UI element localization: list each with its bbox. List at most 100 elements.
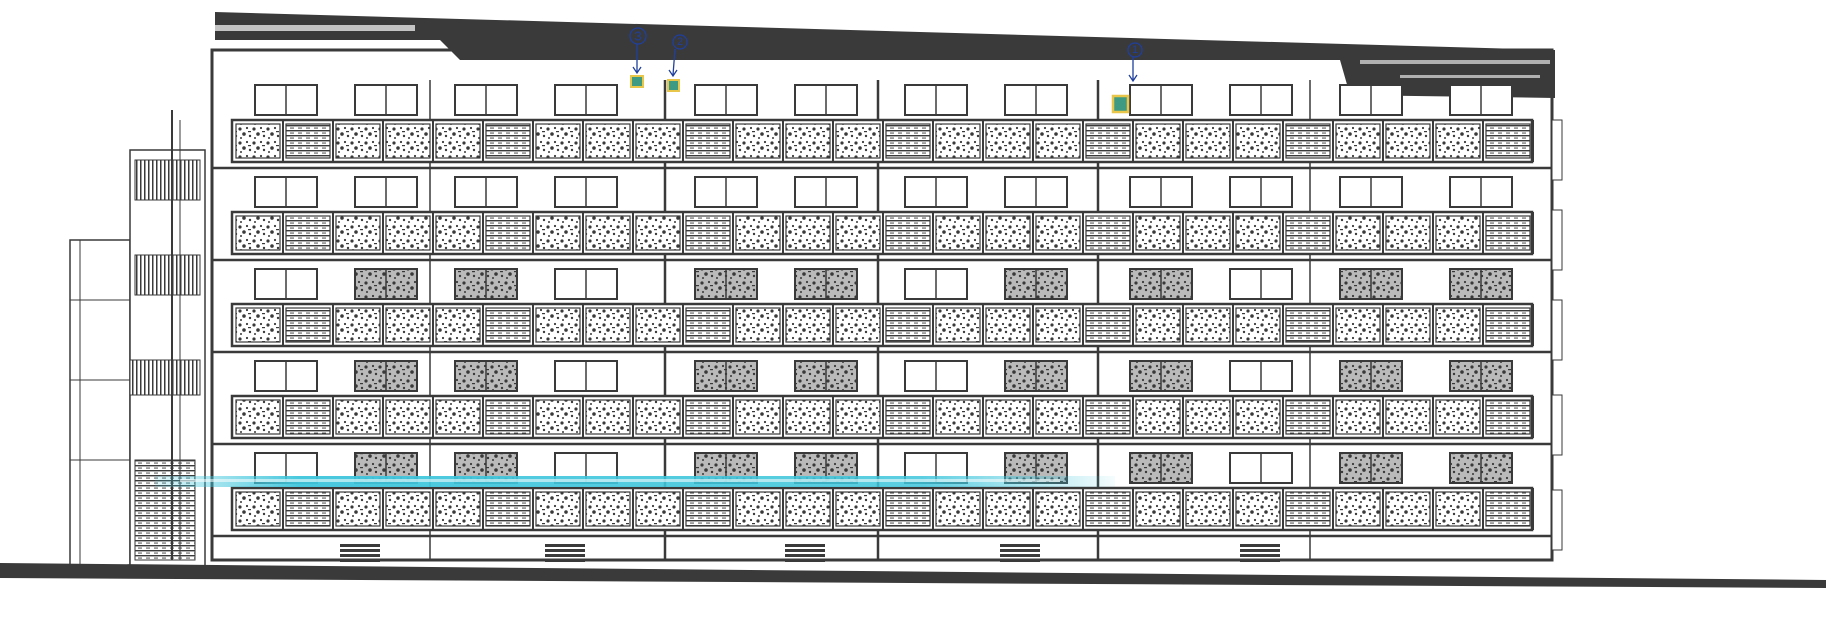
marker-3-label: 3	[634, 29, 641, 44]
balcony-panel	[1135, 399, 1181, 435]
entrance-step	[545, 549, 585, 552]
window-shade	[1450, 269, 1512, 299]
balcony-panel	[385, 491, 431, 527]
balcony-panel	[485, 215, 531, 251]
balcony-panel	[785, 491, 831, 527]
balcony-panel	[385, 215, 431, 251]
balcony-panel	[1385, 399, 1431, 435]
balcony-panel	[1185, 307, 1231, 343]
balcony-panel	[1485, 491, 1531, 527]
balcony-panel	[535, 307, 581, 343]
balcony-panel	[835, 307, 881, 343]
balcony-panel	[1035, 399, 1081, 435]
balcony-panel	[635, 491, 681, 527]
balcony-panel	[735, 215, 781, 251]
balcony-panel	[785, 307, 831, 343]
balcony-panel	[435, 491, 481, 527]
balcony-panel	[1285, 215, 1331, 251]
entrance-step	[545, 544, 585, 547]
balcony-panel	[385, 399, 431, 435]
entrance-step	[340, 544, 380, 547]
balcony-panel	[935, 215, 981, 251]
balcony-panel	[385, 123, 431, 159]
balcony-panel	[1435, 123, 1481, 159]
balcony-panel	[585, 307, 631, 343]
balcony-panel	[1035, 215, 1081, 251]
balcony-panel	[1285, 123, 1331, 159]
entrance-step	[340, 554, 380, 557]
marker-2-label: 2	[677, 36, 683, 48]
window-shade	[1340, 453, 1402, 483]
balcony-panel	[1385, 123, 1431, 159]
window-shade	[455, 269, 517, 299]
balcony-panel	[235, 215, 281, 251]
entrance-step	[785, 559, 825, 562]
entrance-step	[545, 559, 585, 562]
entrance-step	[545, 554, 585, 557]
balcony-panel	[735, 123, 781, 159]
balcony-panel	[285, 491, 331, 527]
balcony-panel	[685, 123, 731, 159]
balcony-panel	[885, 123, 931, 159]
window-shade	[1450, 361, 1512, 391]
balcony-panel	[1185, 123, 1231, 159]
balcony-panel	[785, 399, 831, 435]
entrance-step	[785, 549, 825, 552]
balcony-panel	[285, 123, 331, 159]
entrance-step	[340, 559, 380, 562]
balcony-panel	[1035, 123, 1081, 159]
balcony-panel	[1085, 123, 1131, 159]
window-shade	[1340, 269, 1402, 299]
balcony-panel	[985, 491, 1031, 527]
balcony-panel	[635, 399, 681, 435]
roof-band	[215, 12, 1555, 98]
ground-line	[0, 563, 1826, 588]
balcony-panel	[1435, 307, 1481, 343]
entrance-step	[785, 544, 825, 547]
sensor-marker-1[interactable]: 1	[1111, 42, 1143, 114]
balcony-panel	[385, 307, 431, 343]
balcony-panel	[1085, 307, 1131, 343]
marker-1-label: 1	[1132, 44, 1138, 56]
entrance-step	[1000, 554, 1040, 557]
balcony-panel	[1385, 491, 1431, 527]
window-shade	[695, 361, 757, 391]
balcony-panel	[485, 307, 531, 343]
entrance-step	[785, 554, 825, 557]
sensor-2-patch	[667, 79, 680, 92]
balcony-panel	[1335, 215, 1381, 251]
entrance-step	[1240, 554, 1280, 557]
sensor-marker-2[interactable]: 2	[667, 34, 688, 92]
balcony-panel	[1335, 123, 1381, 159]
balcony-panel	[885, 215, 931, 251]
balcony-panel	[535, 399, 581, 435]
balcony-panel	[335, 491, 381, 527]
entrance-step	[1240, 544, 1280, 547]
balcony-panel	[235, 123, 281, 159]
balcony-panel	[885, 491, 931, 527]
balcony-panel	[835, 215, 881, 251]
sensor-marker-3[interactable]: 3	[629, 27, 647, 88]
balcony-panel	[1185, 215, 1231, 251]
balcony-panel	[1435, 399, 1481, 435]
balcony-panel	[1085, 491, 1131, 527]
balcony-panel	[335, 123, 381, 159]
balcony-panel	[335, 215, 381, 251]
balcony-panel	[1135, 123, 1181, 159]
window-shade	[1130, 361, 1192, 391]
balcony-panel	[685, 399, 731, 435]
window-shade	[355, 269, 417, 299]
balcony-panel	[935, 123, 981, 159]
balcony-panel	[535, 123, 581, 159]
balcony-panel	[935, 491, 981, 527]
balcony-panel	[985, 123, 1031, 159]
balcony-panel	[935, 399, 981, 435]
balcony-panel	[1135, 491, 1181, 527]
balcony-panel	[485, 399, 531, 435]
balcony-panel	[1235, 215, 1281, 251]
balcony-panel	[1185, 491, 1231, 527]
balcony-panel	[1285, 491, 1331, 527]
balcony-panel	[485, 491, 531, 527]
balcony-panel	[685, 307, 731, 343]
sensor-3-patch	[630, 75, 644, 88]
